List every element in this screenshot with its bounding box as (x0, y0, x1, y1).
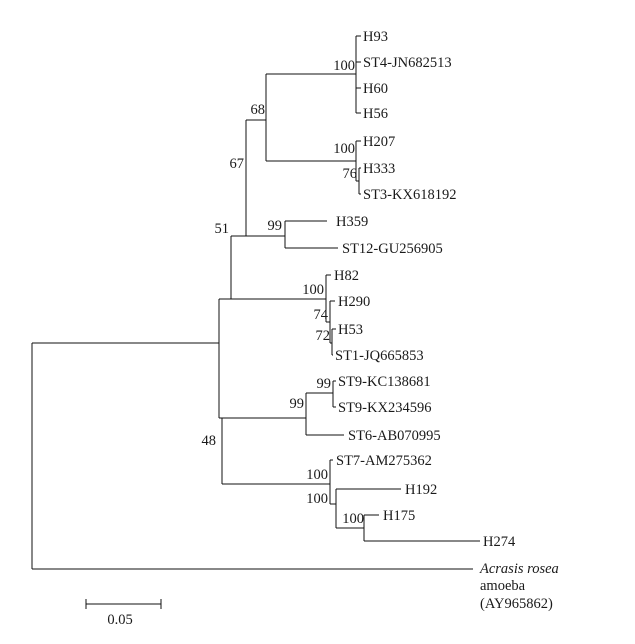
bootstrap-h333-st3: 76 (343, 166, 358, 182)
taxon-h56: H56 (363, 106, 388, 122)
taxon-h175: H175 (383, 508, 415, 524)
taxon-h53: H53 (338, 322, 363, 338)
taxon-st9b: ST9-KX234596 (338, 400, 431, 416)
taxon-outgroup-line2: amoeba (480, 578, 526, 594)
taxon-h290: H290 (338, 294, 370, 310)
bootstrap-st9-st6: 99 (290, 396, 305, 412)
scale-bar-label: 0.05 (107, 612, 132, 628)
bootstrap-top-group: 51 (215, 221, 230, 237)
taxon-st12: ST12-GU256905 (342, 241, 443, 257)
bootstrap-st4-clade: 100 (333, 58, 355, 74)
taxon-st4: ST4-JN682513 (363, 55, 452, 71)
taxon-st6: ST6-AB070995 (348, 428, 441, 444)
bootstrap-st1-clade: 100 (302, 282, 324, 298)
taxon-h82: H82 (334, 268, 359, 284)
taxon-h60: H60 (363, 81, 388, 97)
bootstrap-st3-clade: 100 (333, 141, 355, 157)
bootstrap-st7-clade: 100 (306, 467, 328, 483)
taxon-st1: ST1-JQ665853 (335, 348, 424, 364)
bootstrap-h53-node: 72 (316, 328, 331, 344)
taxon-labels: H93 ST4-JN682513 H60 H56 H207 H333 ST3-K… (334, 29, 559, 612)
taxon-h192: H192 (405, 482, 437, 498)
taxon-st9a: ST9-KC138681 (338, 374, 431, 390)
scale-bar: 0.05 (85, 599, 162, 628)
taxon-h333: H333 (363, 161, 395, 177)
bootstrap-h-inner: 100 (306, 491, 328, 507)
bootstrap-h290-node: 74 (314, 307, 329, 323)
tree-branches (31, 35, 480, 570)
bootstrap-st9-clade: 99 (317, 376, 332, 392)
taxon-h93: H93 (363, 29, 388, 45)
taxon-h274: H274 (483, 534, 516, 550)
bootstrap-lower-group: 48 (202, 433, 217, 449)
taxon-h359: H359 (336, 214, 368, 230)
bootstrap-values: 100 100 76 68 99 67 100 74 72 51 99 99 1… (202, 58, 365, 527)
taxon-outgroup-line3: (AY965862) (480, 596, 553, 612)
bootstrap-st12-clade: 99 (268, 218, 283, 234)
taxon-outgroup-species: Acrasis rosea (479, 561, 559, 577)
bootstrap-st4-st3: 68 (251, 102, 266, 118)
taxon-h207: H207 (363, 134, 395, 150)
bootstrap-h175-h274: 100 (342, 511, 364, 527)
taxon-st3: ST3-KX618192 (363, 187, 456, 203)
taxon-st7: ST7-AM275362 (336, 453, 432, 469)
bootstrap-upper-group: 67 (230, 156, 245, 172)
